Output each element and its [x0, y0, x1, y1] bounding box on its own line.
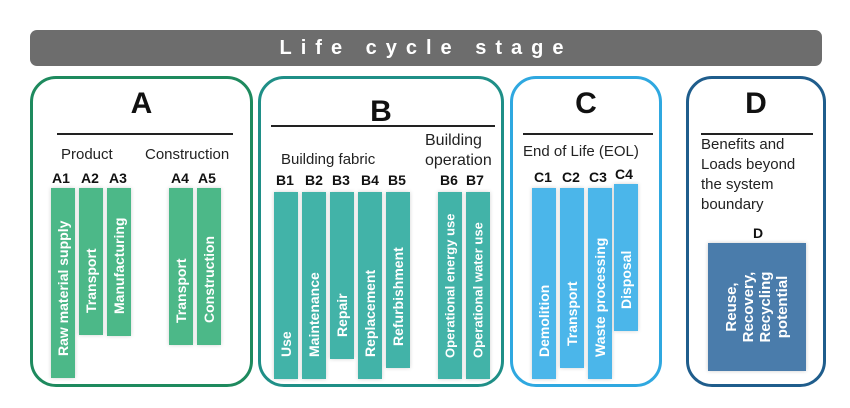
bar-c2-transport: Transport	[560, 188, 584, 368]
life-cycle-stage-banner: Life cycle stage	[30, 30, 822, 66]
group-building-fabric: Building fabric	[281, 151, 376, 168]
code-c3: C3	[589, 169, 607, 185]
d-desc-line-2: Loads beyond	[701, 156, 796, 173]
bar-a2-transport: Transport	[79, 188, 103, 335]
module-c-letter: C	[575, 87, 597, 120]
code-a5: A5	[198, 170, 216, 186]
group-building: Building	[425, 132, 482, 149]
group-end-of-life: End of Life (EOL)	[523, 143, 639, 160]
module-c-box: C End of Life (EOL) C1 C2 C3 C4 Demoliti…	[510, 76, 662, 387]
code-c4: C4	[615, 166, 633, 182]
bar-disposal: Disposal	[614, 184, 638, 331]
code-b3: B3	[332, 172, 350, 188]
code-b5: B5	[388, 172, 406, 188]
code-d: D	[752, 225, 764, 241]
bar-use: Use	[274, 192, 298, 379]
d-box-line-3: Recycling	[757, 271, 774, 343]
bar-replacement: Replacement	[358, 192, 382, 379]
module-b-box: B Building fabric Building operation B1 …	[258, 76, 504, 387]
code-c2: C2	[562, 169, 580, 185]
code-b1: B1	[276, 172, 294, 188]
bar-manufacturing: Manufacturing	[107, 188, 131, 336]
bar-operational-water-use: Operational water use	[466, 192, 490, 379]
bar-a4-transport: Transport	[169, 188, 193, 345]
module-a-box: A Product Construction A1 A2 A3 A4 A5 Ra…	[30, 76, 253, 387]
code-b4: B4	[361, 172, 379, 188]
bar-waste-processing: Waste processing	[588, 188, 612, 379]
code-c1: C1	[534, 169, 552, 185]
module-d-letter: D	[745, 87, 767, 120]
d-desc-line-3: the system	[701, 176, 774, 193]
code-a3: A3	[109, 170, 127, 186]
d-box-line-4: potential	[774, 275, 791, 339]
bar-demolition: Demolition	[532, 188, 556, 379]
group-product: Product	[61, 146, 113, 163]
code-b7: B7	[466, 172, 484, 188]
bar-raw-material-supply: Raw material supply	[51, 188, 75, 378]
d-box-line-1: Reuse,	[723, 282, 740, 332]
module-b-letter: B	[370, 95, 392, 128]
group-operation: operation	[425, 152, 492, 169]
code-a1: A1	[52, 170, 70, 186]
code-b6: B6	[440, 172, 458, 188]
bar-repair: Repair	[330, 192, 354, 359]
group-construction: Construction	[145, 146, 230, 163]
bar-refurbishment: Refurbishment	[386, 192, 410, 368]
bar-maintenance: Maintenance	[302, 192, 326, 379]
d-desc-line-1: Benefits and	[701, 136, 785, 153]
d-box-line-2: Recovery,	[740, 271, 757, 343]
d-desc-line-4: boundary	[701, 196, 764, 213]
bar-construction: Construction	[197, 188, 221, 345]
code-b2: B2	[305, 172, 323, 188]
bar-operational-energy-use: Operational energy use	[438, 192, 462, 379]
reuse-recovery-recycling-box: Reuse, Recovery, Recycling potential	[708, 243, 806, 371]
code-a2: A2	[81, 170, 99, 186]
module-a-letter: A	[130, 87, 153, 120]
code-a4: A4	[171, 170, 189, 186]
